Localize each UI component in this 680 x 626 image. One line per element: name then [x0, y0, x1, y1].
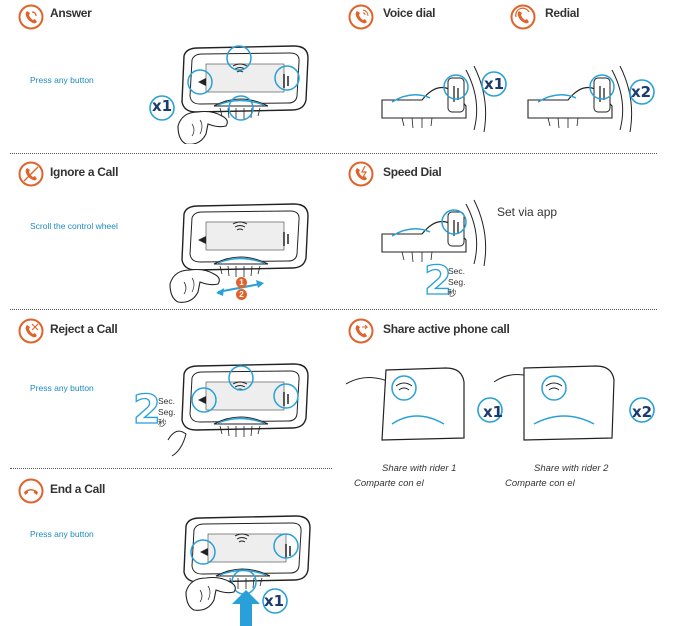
reject-unit-cjk: 秒 — [158, 418, 167, 428]
reject-unit-seg: Seg. — [158, 407, 176, 417]
speed-dial-units: Sec. Seg. 秒 — [448, 266, 466, 299]
phone-voice-icon — [348, 4, 374, 30]
redial-badge: x2 — [631, 83, 652, 101]
ignore-step2-marker: 2 — [236, 289, 247, 300]
phone-ignore-icon — [18, 161, 44, 187]
end-hint: Press any button — [30, 529, 94, 539]
reject-count: 2 — [132, 386, 161, 433]
ignore-step1-marker: 1 — [236, 277, 247, 288]
phone-redial-icon — [510, 4, 536, 30]
answer-badge: x1 — [152, 97, 173, 115]
ignore-illustration — [169, 203, 309, 303]
end-badge: x1 — [264, 592, 285, 610]
share-caption-1b: Comparte con el — [354, 478, 424, 489]
end-title: End a Call — [50, 482, 106, 496]
phone-share-icon — [348, 318, 374, 344]
phone-end-icon — [18, 478, 44, 504]
share-rider2-illustration — [494, 365, 655, 441]
divider — [10, 468, 332, 469]
voice-dial-title: Voice dial — [383, 6, 436, 20]
speed-dial-unit-sec: Sec. — [448, 266, 466, 276]
speed-dial-unit-seg: Seg. — [448, 277, 466, 287]
answer-illustration — [149, 45, 309, 144]
redial-illustration — [527, 65, 655, 133]
ignore-hint: Scroll the control wheel — [30, 221, 118, 231]
share-rider1-illustration — [346, 367, 503, 441]
speed-dial-title: Speed Dial — [383, 165, 442, 179]
phone-speed-icon — [348, 161, 374, 187]
phone-answer-icon — [18, 4, 44, 30]
divider — [10, 153, 657, 154]
speed-dial-count: 2 — [423, 257, 452, 304]
answer-title: Answer — [50, 6, 92, 20]
reject-units: Sec. Seg. 秒 — [158, 396, 176, 429]
speed-dial-note: Set via app — [497, 205, 558, 219]
share-badge-1: x1 — [483, 403, 504, 421]
voice-dial-illustration — [381, 65, 507, 133]
share-caption-1a: Share with rider 1 — [382, 463, 457, 474]
share-caption-2b: Comparte con el — [505, 478, 575, 489]
speed-dial-illustration — [381, 199, 487, 267]
phone-reject-icon — [18, 318, 44, 344]
answer-hint: Press any button — [30, 75, 94, 85]
end-illustration — [183, 515, 311, 626]
voice-dial-badge: x1 — [484, 75, 505, 93]
divider — [10, 309, 657, 310]
share-badge-2: x2 — [632, 403, 653, 421]
speed-dial-unit-cjk: 秒 — [448, 288, 457, 298]
ignore-title: Ignore a Call — [50, 165, 119, 179]
reject-illustration — [167, 363, 309, 457]
redial-title: Redial — [545, 6, 580, 20]
share-caption-2a: Share with rider 2 — [534, 463, 609, 474]
reject-hint: Press any button — [30, 383, 94, 393]
reject-title: Reject a Call — [50, 322, 118, 336]
reject-unit-sec: Sec. — [158, 396, 176, 406]
share-title: Share active phone call — [383, 322, 510, 336]
